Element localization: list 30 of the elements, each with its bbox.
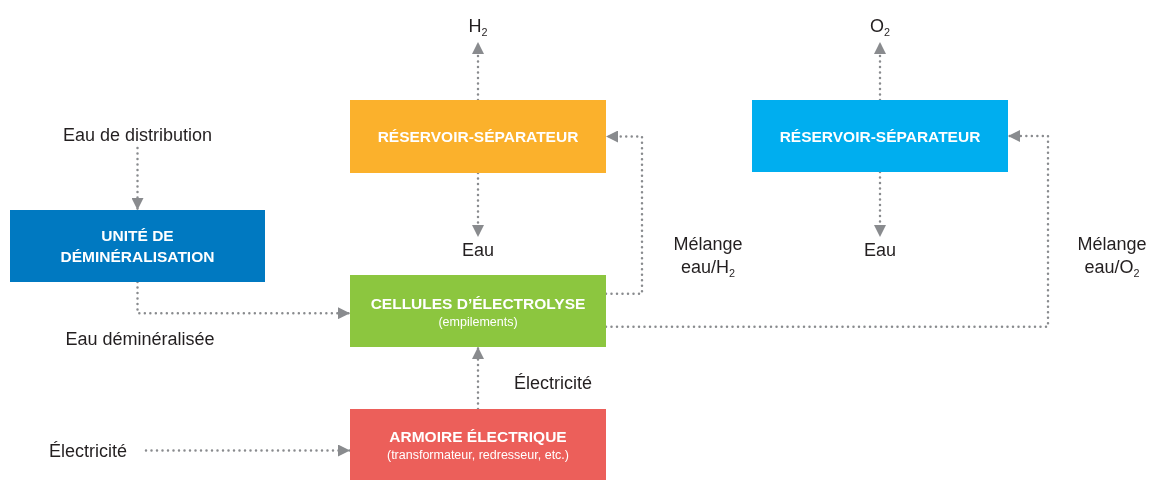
text-label: H$_{2}$ — [468, 15, 488, 37]
edge-label: Mélange eau/H$_{2}$ — [672, 233, 744, 279]
box-subtitle: (empilements) — [438, 313, 518, 330]
box-title: RÉSERVOIR-SÉPARATEUR — [779, 126, 981, 147]
text-label: Eau — [462, 238, 494, 261]
process-box — [350, 275, 606, 347]
box-title: RÉSERVOIR-SÉPARATEUR — [377, 127, 579, 147]
text-label: Eau — [864, 238, 896, 261]
box-subtitle: (transformateur, redresseur, etc.) — [387, 447, 569, 463]
process-box — [350, 409, 606, 480]
text-label: O$_{2}$ — [870, 15, 890, 37]
box-title: ARMOIRE ÉLECTRIQUE — [389, 427, 567, 447]
edge-label: Électricité — [513, 372, 593, 395]
text-label: Eau de distribution — [62, 124, 213, 146]
arrow — [472, 171, 484, 239]
edge-label: Eau déminéralisée — [64, 328, 216, 351]
arrow — [131, 146, 144, 212]
arrow — [472, 345, 484, 411]
arrow — [874, 170, 886, 239]
arrow — [144, 444, 352, 457]
process-box — [10, 210, 265, 282]
arrow — [136, 280, 352, 320]
box-title: UNITÉ DE DÉMINÉRALISATION — [59, 226, 216, 267]
process-box — [350, 100, 606, 173]
arrow — [874, 40, 886, 102]
box-title: CELLULES D’ÉLECTROLYSE — [370, 293, 586, 314]
arrow — [472, 40, 484, 102]
text-label: Électricité — [49, 439, 127, 462]
process-box — [752, 100, 1008, 172]
edge-label: Mélange eau/O$_{2}$ — [1076, 233, 1148, 279]
